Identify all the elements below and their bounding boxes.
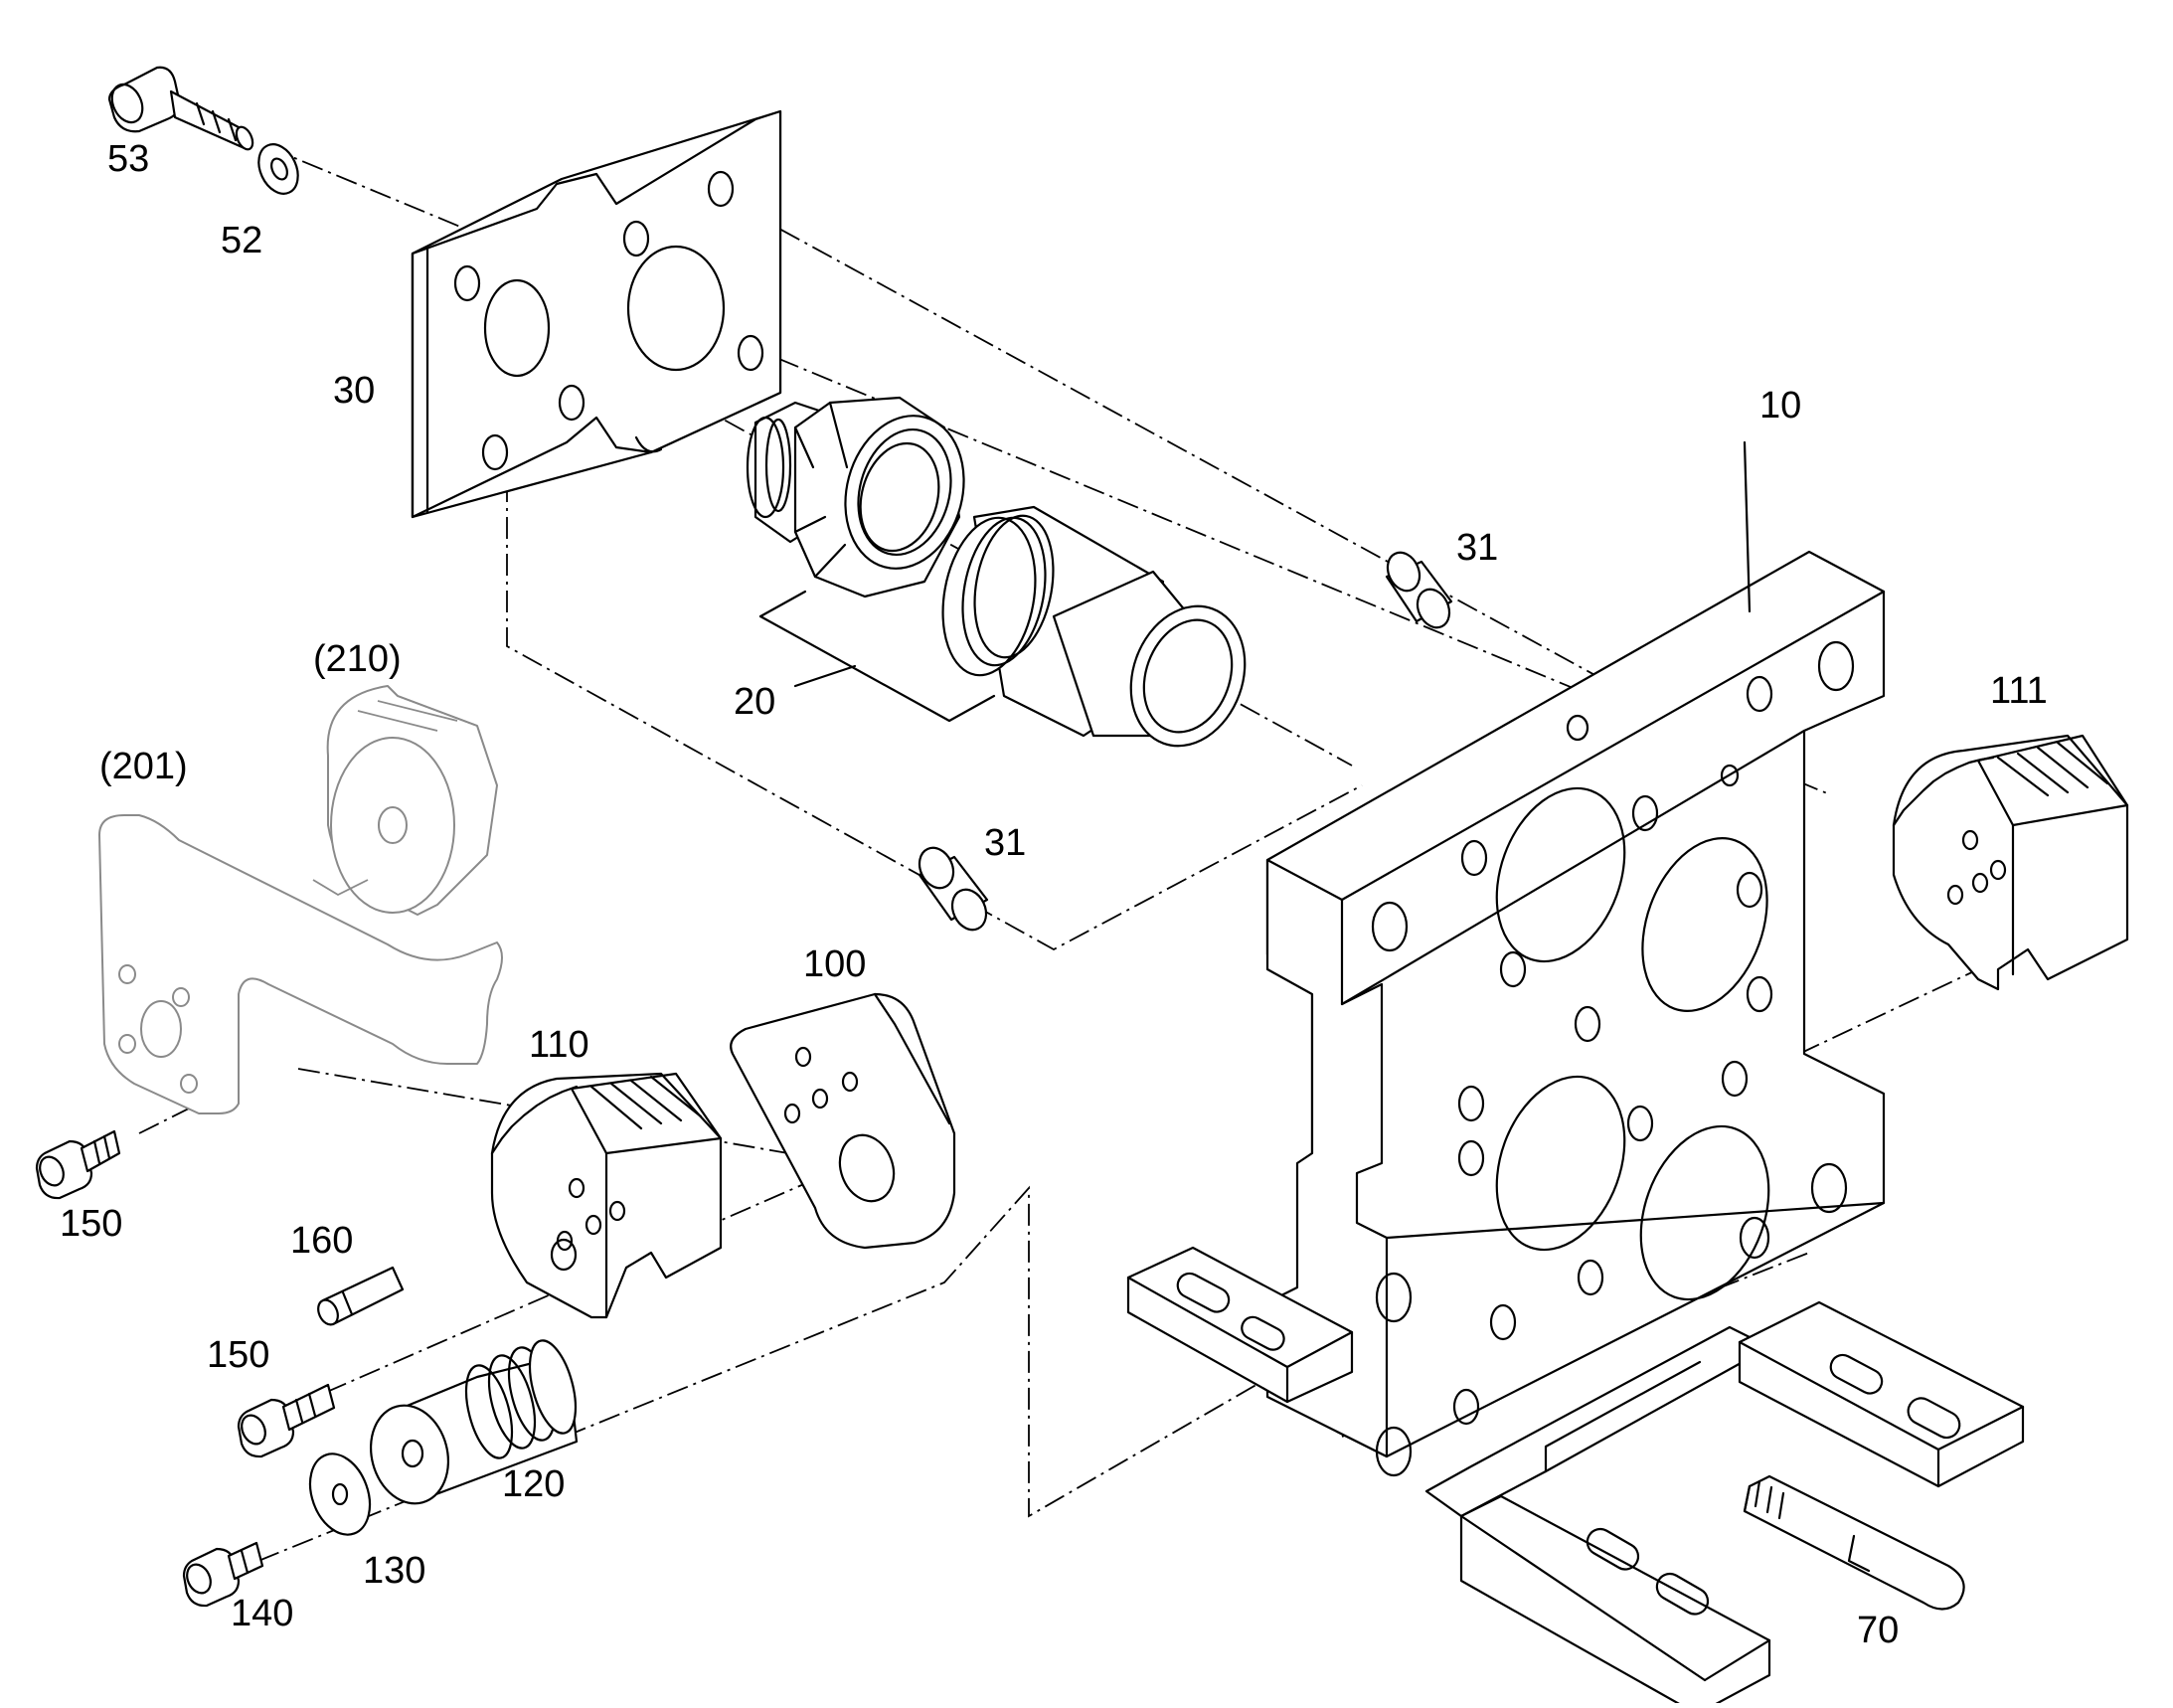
label-part-20: 20 xyxy=(734,681,775,723)
label-part-52: 52 xyxy=(221,220,262,261)
part-160-pin[interactable] xyxy=(314,1266,405,1328)
part-10-main-body[interactable] xyxy=(1265,550,1886,1518)
part-150-screw-b[interactable] xyxy=(237,1383,336,1458)
part-120-roller[interactable] xyxy=(360,1335,584,1512)
part-70-pin[interactable] xyxy=(1743,1474,1965,1611)
part-140-screw[interactable] xyxy=(182,1541,264,1608)
center-line-gear-111 xyxy=(1798,968,1979,1055)
part-31-bush-upper[interactable] xyxy=(1382,548,1455,633)
label-part-120: 120 xyxy=(502,1463,565,1505)
label-part-70: 70 xyxy=(1857,1610,1899,1651)
part-30-flange-plate[interactable] xyxy=(411,109,782,519)
part-52-washer[interactable] xyxy=(251,138,306,200)
part-110-gear-segment[interactable] xyxy=(490,1072,723,1319)
part-210-ghost-gear[interactable] xyxy=(312,685,498,916)
part-31-bush-lower[interactable] xyxy=(914,842,993,936)
label-part-150-a: 150 xyxy=(60,1203,122,1245)
part-130-washer[interactable] xyxy=(299,1446,380,1543)
center-line-upper-right xyxy=(715,193,1716,742)
label-part-140: 140 xyxy=(231,1593,293,1634)
part-53-bolt[interactable] xyxy=(106,66,256,152)
part-201-ghost-bracket[interactable] xyxy=(98,814,503,1114)
label-part-130: 130 xyxy=(363,1550,425,1592)
center-line-screw-140 xyxy=(257,1185,1383,1562)
part-10-mounting-foot-bottom[interactable] xyxy=(1459,1494,1771,1708)
part-111-gear-segment[interactable] xyxy=(1892,734,2129,991)
label-part-10: 10 xyxy=(1759,385,1801,427)
label-part-100: 100 xyxy=(803,943,866,985)
part-20-coupling[interactable] xyxy=(746,396,1263,762)
label-part-31-upper: 31 xyxy=(1456,527,1498,569)
leader-lines xyxy=(1743,440,1752,613)
label-part-160: 160 xyxy=(290,1220,353,1262)
label-part-53: 53 xyxy=(107,138,149,180)
label-part-30: 30 xyxy=(333,370,375,412)
label-part-201: (201) xyxy=(99,746,188,787)
center-line-pin-160 xyxy=(297,1068,876,1169)
part-10-mounting-foot-right[interactable] xyxy=(1738,1300,2025,1488)
part-labels: 10 20 30 31 31 52 53 70 100 110 111 120 … xyxy=(60,138,2048,1651)
label-part-111: 111 xyxy=(1990,670,2048,712)
part-100-cam-plate[interactable] xyxy=(730,992,956,1250)
part-10-mounting-foot-left[interactable] xyxy=(1126,1246,1354,1404)
label-part-150-b: 150 xyxy=(207,1334,269,1376)
label-part-210: (210) xyxy=(313,638,402,680)
label-part-31-lower: 31 xyxy=(984,822,1026,864)
part-150-screw-a[interactable] xyxy=(35,1129,121,1200)
center-line-bolt-53 xyxy=(267,146,1828,794)
label-part-110: 110 xyxy=(529,1024,589,1066)
